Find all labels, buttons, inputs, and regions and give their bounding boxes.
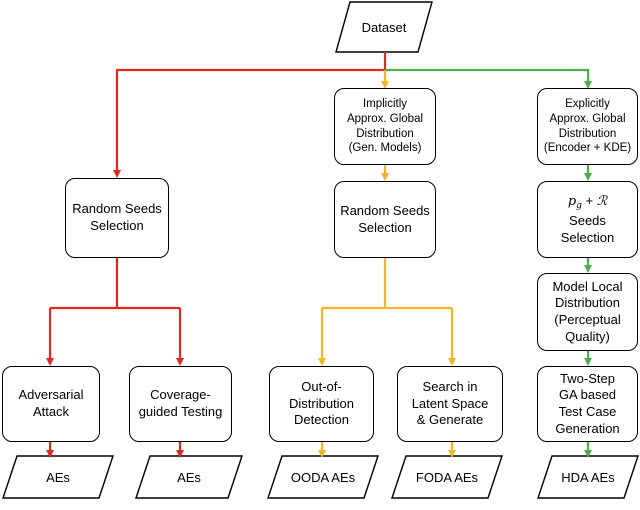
output-shape-foda bbox=[391, 455, 503, 499]
dataset-label: Dataset bbox=[361, 19, 407, 35]
output-shape-hda bbox=[537, 455, 639, 499]
output-shape-ae-1 bbox=[2, 455, 114, 499]
output-shape-ooda bbox=[267, 455, 379, 499]
output-ae-1: AEs bbox=[46, 469, 70, 485]
output-shape-ae-2 bbox=[135, 455, 243, 499]
coverage-guided-testing-box: Coverage-guided Testing bbox=[129, 366, 232, 442]
pg-r-formula: pg + ℛ bbox=[567, 192, 608, 212]
yellow-connectors bbox=[318, 70, 456, 458]
dataset-shape bbox=[335, 1, 433, 53]
output-ooda-ae: OODA AEs bbox=[290, 469, 356, 485]
green-connectors bbox=[385, 68, 592, 458]
output-ae-2: AEs bbox=[177, 469, 201, 485]
output-foda-ae: FODA AEs bbox=[415, 469, 479, 485]
red-connectors bbox=[46, 52, 387, 458]
output-hda-ae: HDA AEs bbox=[561, 469, 615, 485]
